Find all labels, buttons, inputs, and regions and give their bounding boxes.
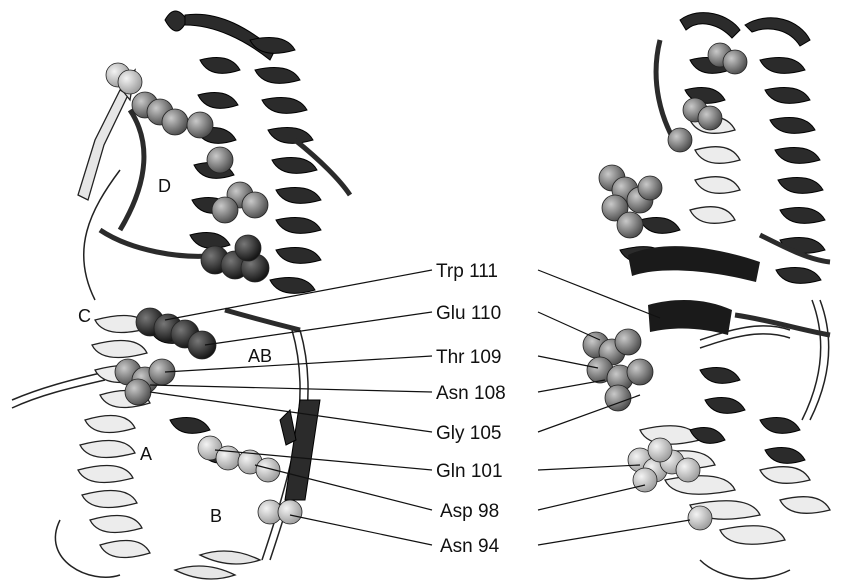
right-structure bbox=[583, 13, 830, 579]
domain-label-b: B bbox=[210, 506, 222, 526]
residue-label-asn108: Asn 108 bbox=[436, 383, 506, 404]
left-light-helix-A bbox=[78, 316, 150, 558]
residue-label-trp111: Trp 111 bbox=[436, 261, 498, 282]
residue-label-gly105: Gly 105 bbox=[436, 423, 501, 444]
residue-labels: Trp 111 Glu 110 Thr 109 Asn 108 Gly 105 … bbox=[432, 255, 540, 557]
residue-label-gln101: Gln 101 bbox=[436, 461, 503, 482]
domain-label-d: D bbox=[158, 176, 171, 196]
domain-label-c: C bbox=[78, 306, 91, 326]
domain-label-ab: AB bbox=[248, 346, 272, 366]
residue-label-glu110: Glu 110 bbox=[436, 303, 501, 324]
domain-label-a: A bbox=[140, 444, 152, 464]
residue-label-thr109: Thr 109 bbox=[436, 347, 501, 368]
right-dark-helices bbox=[620, 13, 825, 464]
right-dark-tubes bbox=[628, 246, 760, 335]
residue-label-asn94: Asn 94 bbox=[440, 536, 500, 557]
residue-label-asp98: Asp 98 bbox=[440, 501, 499, 522]
